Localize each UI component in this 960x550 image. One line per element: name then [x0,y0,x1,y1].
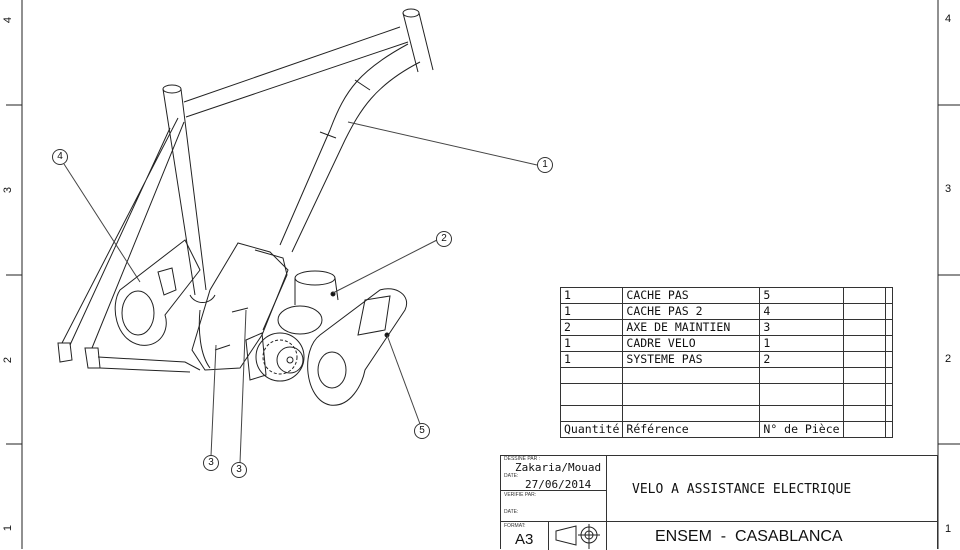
balloon-3a: 3 [203,455,219,471]
drawn-by: Zakaria/Mouad [515,461,602,474]
table-row-empty [559,367,893,384]
projection-symbol [555,524,600,549]
ref-cell: CADRE VELO [622,335,761,352]
balloon-2: 2 [436,231,452,247]
zone-ticks [6,104,960,445]
num-cell: 3 [759,319,844,336]
qty-cell: 2 [559,319,624,336]
balloon-5: 5 [414,423,430,439]
school-name: ENSEM - CASABLANCA [655,528,843,545]
qty-cell: 1 [559,351,624,368]
format-label: FORMAT: [504,523,526,529]
bike-frame [57,8,434,373]
balloon-1: 1 [537,157,553,173]
balloon-3b: 3 [231,462,247,478]
table-row-empty [559,405,893,422]
title-block: DESSINE PAR : Zakaria/Mouad DATE: 27/06/… [500,455,938,550]
num-cell: 4 [759,303,844,320]
qty-cell: 1 [559,287,624,304]
qty-cell: 1 [559,335,624,352]
table-row-empty [559,383,893,406]
header-ref: Référence [622,421,761,438]
num-cell: 2 [759,351,844,368]
leader-lines [63,121,538,464]
ref-cell: CACHE PAS 2 [622,303,761,320]
drawing-title: VELO A ASSISTANCE ELECTRIQUE [632,482,852,497]
zone-left-3: 3 [2,186,15,194]
format: A3 [515,531,534,548]
zone-right-1: 1 [945,523,952,535]
checked-by-label: VERIFIE PAR: [504,492,537,498]
ref-cell: CACHE PAS [622,287,761,304]
num-cell: 5 [759,287,844,304]
zone-left-2: 2 [2,356,15,364]
pedal-cover-left [114,239,201,346]
date-label: DATE: [504,473,519,479]
ref-cell: SYSTEME PAS [622,351,761,368]
zone-right-2: 2 [945,353,952,365]
drawn-by-label: DESSINE PAR : [504,456,541,462]
qty-cell: 1 [559,303,624,320]
zone-left-4: 4 [2,16,15,24]
zone-left-1: 1 [2,524,15,532]
header-qty: Quantité [559,421,624,438]
zone-right-3: 3 [945,183,952,195]
num-cell: 1 [759,335,844,352]
date2-label: DATE: [504,509,519,515]
motor-housing [191,242,289,371]
pedal-system [245,270,339,382]
date: 27/06/2014 [525,478,592,491]
zone-right-4: 4 [945,13,952,25]
header-num: N° de Pièce [759,421,844,438]
balloon-4: 4 [52,149,68,165]
pedal-cover-right [307,288,408,406]
ref-cell: AXE DE MAINTIEN [622,319,761,336]
